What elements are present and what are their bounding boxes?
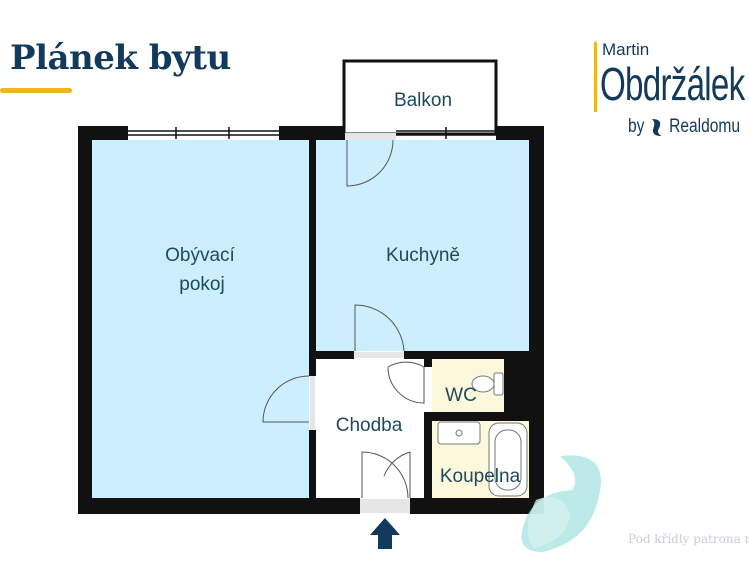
doorway-openings <box>310 133 410 513</box>
agent-logo: Martin Obdržálek by Realdomu <box>594 38 749 148</box>
room-label-wc: WC <box>445 385 477 406</box>
wc-toilet <box>471 372 504 396</box>
living-room-window <box>128 127 279 139</box>
room-label-chodba: Chodba <box>336 415 403 436</box>
room-obyvaci-pokoj <box>92 140 309 498</box>
realdomu-swirl-icon <box>651 119 662 136</box>
room-label-obyvaci-line2: pokoj <box>179 274 224 295</box>
room-label-koupelna: Koupelna <box>440 466 521 487</box>
logo-byline: by Realdomu <box>628 116 740 138</box>
logo-by-word: by <box>628 116 645 137</box>
watermark-text: Pod křídly patrona r <box>628 532 749 546</box>
logo-company: Realdomu <box>669 116 741 137</box>
entrance-arrow-icon <box>370 518 400 549</box>
room-label-obyvaci-line1: Obývací <box>165 245 235 266</box>
title-underline <box>0 88 72 93</box>
watermark-logo <box>521 455 601 552</box>
room-chodba <box>316 359 424 498</box>
door-swings <box>262 139 425 499</box>
logo-last-name: Obdržálek <box>600 58 745 110</box>
page-title: Plánek bytu <box>10 38 231 78</box>
room-label-balkon: Balkon <box>394 90 452 111</box>
balcony-outline <box>342 59 498 136</box>
room-kuchyne <box>316 140 529 351</box>
bathtub <box>488 422 528 497</box>
room-label-kuchyne: Kuchyně <box>386 245 460 266</box>
interior-walls <box>309 140 529 498</box>
logo-accent-bar <box>594 42 597 112</box>
kitchen-window <box>396 127 496 139</box>
outer-walls <box>78 126 544 514</box>
bathroom-sink <box>437 421 481 445</box>
logo-first-name: Martin <box>602 40 650 59</box>
